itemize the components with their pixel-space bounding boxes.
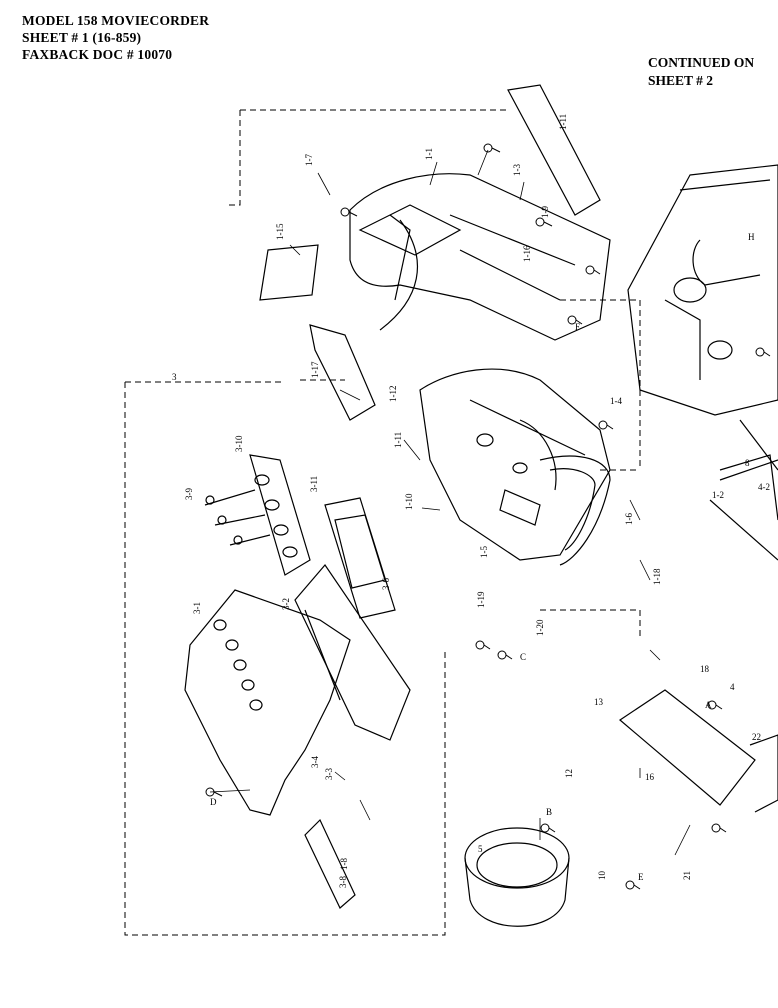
label-22: 22 [752,732,761,742]
label-1-10: 1-10 [404,493,414,510]
label-18: 18 [700,664,710,674]
label-12: 12 [564,769,574,778]
label-3-10: 3-10 [234,435,244,452]
label-1-1: 1-1 [424,148,434,160]
label-16: 16 [645,772,655,782]
main-body [419,368,611,566]
label-1-5: 1-5 [479,546,489,558]
label-1-2: 1-2 [712,490,724,500]
top-cover-1-1 [349,173,611,341]
plate-1-17 [309,324,376,421]
label-1-6: 1-6 [624,513,634,525]
label-H: H [748,232,755,242]
leader-lines [209,149,691,856]
chassis-part [627,164,778,561]
switch-bar-3-9 [204,489,271,546]
label-3-4: 3-4 [310,756,320,768]
label-1-15: 1-15 [275,223,285,240]
label-F: F [575,322,580,332]
label-4-2: 4-2 [758,482,770,492]
label-1-8: 1-8 [339,858,349,870]
button-panel-3-10 [249,454,311,576]
plate-1-15 [259,244,319,301]
label-13: 13 [594,697,604,707]
label-B: B [546,807,552,817]
label-1-11: 1-11 [558,114,568,130]
label-3-8: 3-8 [338,876,348,888]
part-labels: 1-1 1-7 1-11 1-15 1-16 1-17 1-12 1-9 1-3… [172,114,770,888]
screws [205,143,771,890]
label-3-3: 3-3 [324,768,334,780]
side-panel-3-1 [184,589,351,816]
label-3-6: 3-6 [381,578,391,590]
circuit-board-21 [619,689,778,813]
label-8: 8 [745,458,750,468]
label-1-12: 1-12 [388,386,398,403]
group-1-boundary [228,109,641,640]
label-1-7: 1-7 [304,154,314,166]
sheet-header: MODEL 158 MOVIECORDER SHEET # 1 (16-859)… [22,12,209,63]
label-5: 5 [478,844,483,854]
lens-ring [464,827,570,927]
model-title: MODEL 158 MOVIECORDER [22,13,210,28]
continued-note: CONTINUED ON SHEET # 2 [648,54,754,90]
label-1-11b: 1-11 [393,432,403,448]
label-1-4: 1-4 [610,396,622,406]
label-3-9: 3-9 [184,488,194,500]
faxback-doc-number: FAXBACK DOC # 10070 [22,47,173,62]
label-1-9: 1-9 [540,206,550,218]
continued-line: CONTINUED ON [648,55,755,70]
label-10: 10 [597,871,607,881]
label-3: 3 [172,372,177,382]
sheet-number: SHEET # 1 (16-859) [22,30,142,45]
label-D: D [210,797,217,807]
frame-3-2 [294,564,411,741]
label-3-2: 3-2 [281,598,291,610]
strip-1-11 [507,84,601,216]
cover-3-8 [304,818,356,909]
label-3-11: 3-11 [309,476,319,492]
label-C: C [520,652,526,662]
group-3-boundary [124,379,446,936]
label-1-20: 1-20 [535,619,545,636]
bracket-3-11 [324,497,396,619]
label-3-1: 3-1 [192,602,202,614]
label-21: 21 [682,871,692,880]
label-1-16: 1-16 [522,245,532,262]
continued-sheet: SHEET # 2 [648,73,714,88]
label-1-17: 1-17 [310,361,320,378]
label-1-19: 1-19 [476,591,486,608]
label-E: E [638,872,644,882]
label-1-3: 1-3 [512,164,522,176]
label-1-18: 1-18 [652,568,662,585]
label-4: 4 [730,682,735,692]
